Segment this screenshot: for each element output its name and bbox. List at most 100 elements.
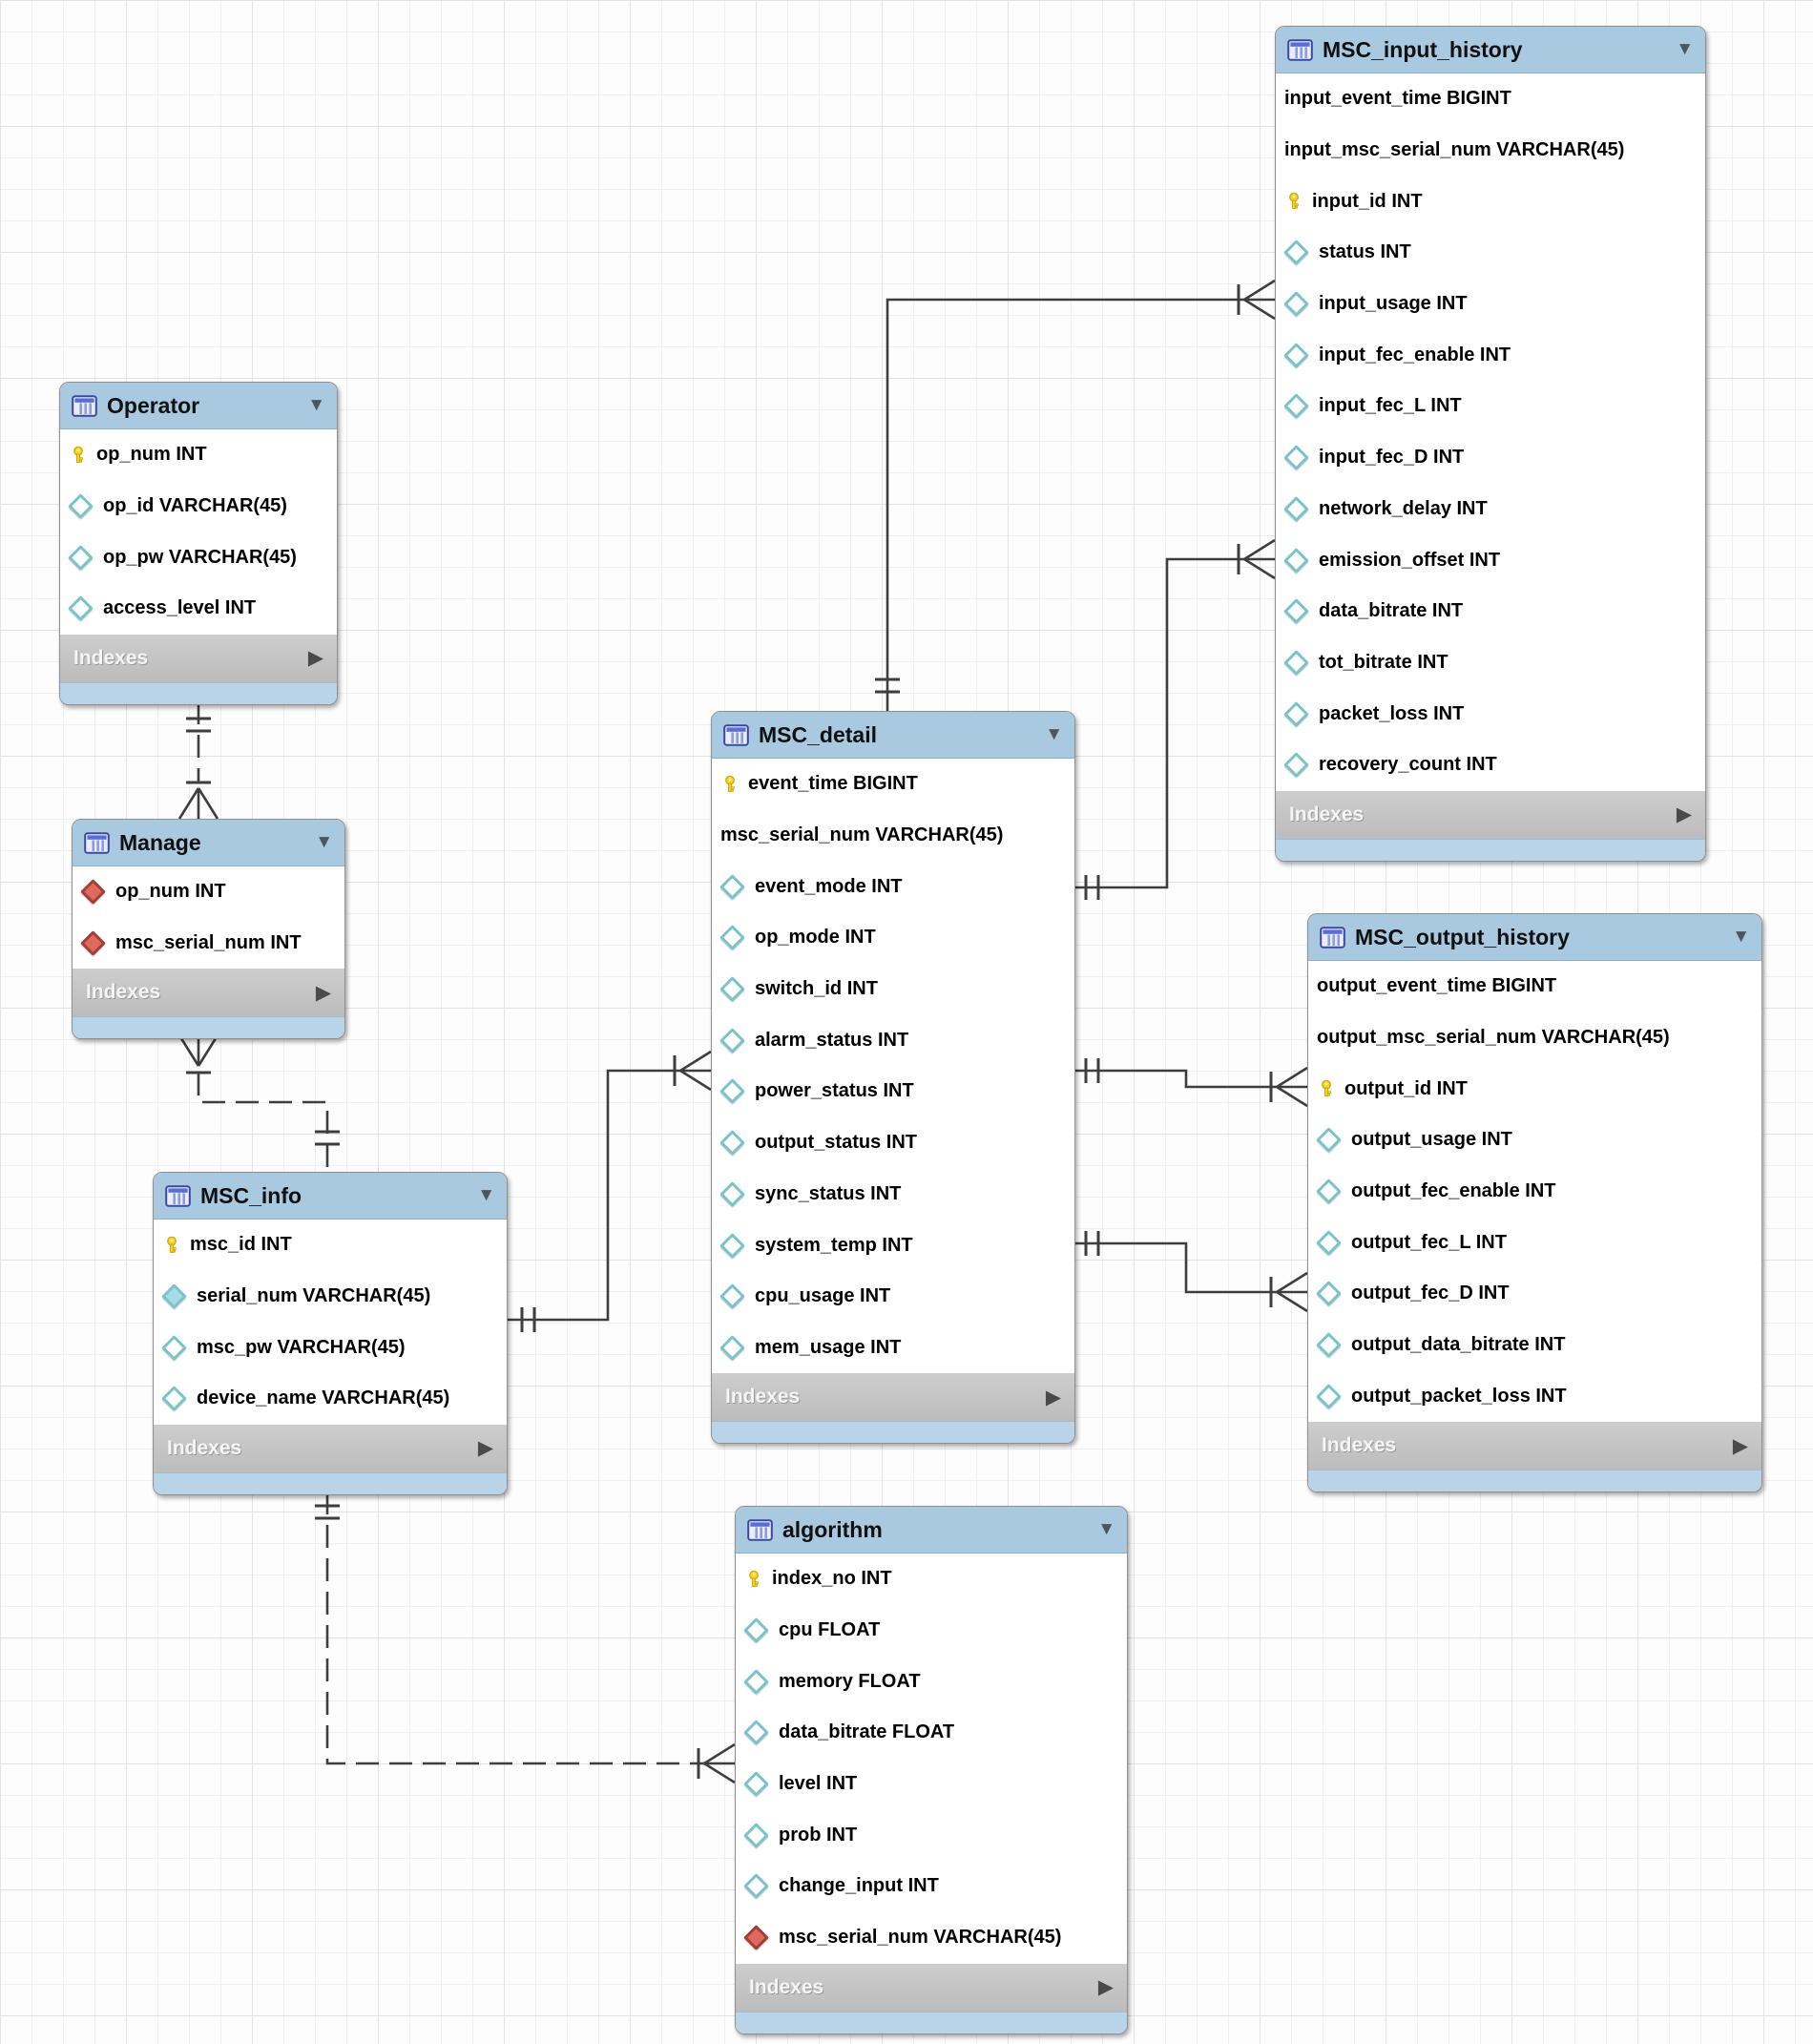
table-header[interactable]: algorithm ▼ [736, 1507, 1127, 1554]
column-row[interactable]: msc_pw VARCHAR(45) [154, 1322, 507, 1373]
column-row[interactable]: memory FLOAT [736, 1656, 1127, 1707]
column-row[interactable]: change_input INT [736, 1861, 1127, 1912]
column-row[interactable]: output_usage INT [1308, 1115, 1761, 1166]
column-row[interactable]: op_id VARCHAR(45) [60, 481, 337, 532]
column-row[interactable]: output_event_time BIGINT [1308, 961, 1761, 1012]
column-row[interactable]: op_mode INT [712, 912, 1074, 964]
rel-mscinfo-mscdetail[interactable] [506, 1050, 712, 1332]
expand-arrow-icon[interactable]: ▶ [1732, 1434, 1748, 1457]
column-row[interactable]: network_delay INT [1276, 484, 1705, 535]
column-row[interactable]: output_id INT [1308, 1063, 1761, 1115]
column-row[interactable]: sync_status INT [712, 1169, 1074, 1220]
column-row[interactable]: tot_bitrate INT [1276, 637, 1705, 689]
column-row[interactable]: op_num INT [60, 429, 337, 481]
column-row[interactable]: alarm_status INT [712, 1014, 1074, 1066]
column-row[interactable]: op_num INT [73, 866, 344, 918]
indexes-bar[interactable]: Indexes ▶ [1308, 1422, 1761, 1470]
column-row[interactable]: cpu_usage INT [712, 1271, 1074, 1323]
column-row[interactable]: input_fec_L INT [1276, 381, 1705, 432]
column-row[interactable]: msc_id INT [154, 1220, 507, 1271]
column-row[interactable]: system_temp INT [712, 1220, 1074, 1271]
column-row[interactable]: serial_num VARCHAR(45) [154, 1271, 507, 1323]
collapse-arrow-icon[interactable]: ▼ [315, 832, 333, 852]
expand-arrow-icon[interactable]: ▶ [1097, 1976, 1114, 1998]
column-row[interactable]: index_no INT [736, 1554, 1127, 1605]
expand-arrow-icon[interactable]: ▶ [315, 981, 331, 1004]
rel-mscdetail-inputhistory-usage[interactable] [875, 279, 1276, 711]
column-row[interactable]: output_status INT [712, 1117, 1074, 1169]
column-row[interactable]: status INT [1276, 227, 1705, 279]
column-row[interactable]: data_bitrate FLOAT [736, 1707, 1127, 1759]
collapse-arrow-icon[interactable]: ▼ [1097, 1519, 1115, 1539]
column-row[interactable]: mem_usage INT [712, 1323, 1074, 1374]
column-row[interactable]: data_bitrate INT [1276, 586, 1705, 637]
table-header[interactable]: MSC_detail ▼ [712, 712, 1074, 759]
rel-mscdetail-outputhistory-fecd[interactable] [1073, 1231, 1308, 1313]
column-row[interactable]: msc_serial_num INT [73, 918, 344, 970]
table-header[interactable]: Operator ▼ [60, 383, 337, 429]
column-row[interactable]: op_pw VARCHAR(45) [60, 532, 337, 583]
rel-operator-manage[interactable] [177, 701, 219, 820]
column-row[interactable]: device_name VARCHAR(45) [154, 1373, 507, 1425]
column-row[interactable]: msc_serial_num VARCHAR(45) [712, 810, 1074, 862]
collapse-arrow-icon[interactable]: ▼ [1045, 724, 1063, 744]
column-row[interactable]: prob INT [736, 1809, 1127, 1861]
column-row[interactable]: input_msc_serial_num VARCHAR(45) [1276, 125, 1705, 177]
column-row[interactable]: packet_loss INT [1276, 688, 1705, 740]
column-row[interactable]: output_msc_serial_num VARCHAR(45) [1308, 1012, 1761, 1064]
table-msc-input-history[interactable]: MSC_input_history ▼ input_event_time BIG… [1275, 26, 1706, 862]
column-row[interactable]: output_data_bitrate INT [1308, 1320, 1761, 1371]
collapse-arrow-icon[interactable]: ▼ [477, 1185, 495, 1205]
column-row[interactable]: event_mode INT [712, 861, 1074, 912]
rel-mscinfo-manage[interactable] [177, 1034, 340, 1172]
column-row[interactable]: event_time BIGINT [712, 759, 1074, 810]
column-row[interactable]: input_event_time BIGINT [1276, 73, 1705, 125]
column-row[interactable]: output_packet_loss INT [1308, 1371, 1761, 1423]
table-header[interactable]: MSC_input_history ▼ [1276, 27, 1705, 73]
indexes-bar[interactable]: Indexes ▶ [154, 1424, 507, 1472]
column-row[interactable]: input_fec_D INT [1276, 432, 1705, 484]
column-row[interactable]: access_level INT [60, 583, 337, 635]
table-header[interactable]: Manage ▼ [73, 820, 344, 866]
expand-arrow-icon[interactable]: ▶ [1676, 803, 1692, 826]
expand-arrow-icon[interactable]: ▶ [1045, 1386, 1061, 1408]
indexes-bar[interactable]: Indexes ▶ [60, 634, 337, 682]
table-title: MSC_input_history [1323, 36, 1523, 62]
column-row[interactable]: output_fec_D INT [1308, 1268, 1761, 1320]
collapse-arrow-icon[interactable]: ▼ [1676, 39, 1694, 59]
column-row[interactable]: switch_id INT [712, 964, 1074, 1015]
table-msc-output-history[interactable]: MSC_output_history ▼ output_event_time B… [1307, 913, 1762, 1493]
column-diamond-icon [1283, 752, 1309, 779]
column-row[interactable]: power_status INT [712, 1066, 1074, 1117]
column-row[interactable]: input_usage INT [1276, 279, 1705, 330]
indexes-bar[interactable]: Indexes ▶ [1276, 790, 1705, 839]
column-label: data_bitrate INT [1319, 600, 1464, 622]
expand-arrow-icon[interactable]: ▶ [307, 647, 323, 670]
rel-mscdetail-outputhistory-id[interactable] [1073, 1058, 1308, 1108]
column-row[interactable]: output_fec_L INT [1308, 1217, 1761, 1268]
collapse-arrow-icon[interactable]: ▼ [1732, 927, 1750, 947]
column-row[interactable]: emission_offset INT [1276, 534, 1705, 586]
rel-mscinfo-algorithm[interactable] [315, 1491, 736, 1784]
rel-mscdetail-inputhistory-offset[interactable] [1073, 538, 1276, 900]
table-header[interactable]: MSC_info ▼ [154, 1173, 507, 1220]
column-row[interactable]: input_fec_enable INT [1276, 329, 1705, 381]
column-row[interactable]: cpu FLOAT [736, 1605, 1127, 1657]
indexes-bar[interactable]: Indexes ▶ [73, 969, 344, 1017]
indexes-bar[interactable]: Indexes ▶ [736, 1963, 1127, 2012]
indexes-bar[interactable]: Indexes ▶ [712, 1373, 1074, 1422]
column-row[interactable]: msc_serial_num VARCHAR(45) [736, 1912, 1127, 1964]
column-row[interactable]: input_id INT [1276, 176, 1705, 227]
expand-arrow-icon[interactable]: ▶ [477, 1437, 493, 1460]
collapse-arrow-icon[interactable]: ▼ [307, 395, 325, 415]
column-row[interactable]: recovery_count INT [1276, 740, 1705, 791]
table-header[interactable]: MSC_output_history ▼ [1308, 914, 1761, 961]
column-row[interactable]: level INT [736, 1759, 1127, 1810]
column-row[interactable]: output_fec_enable INT [1308, 1166, 1761, 1218]
